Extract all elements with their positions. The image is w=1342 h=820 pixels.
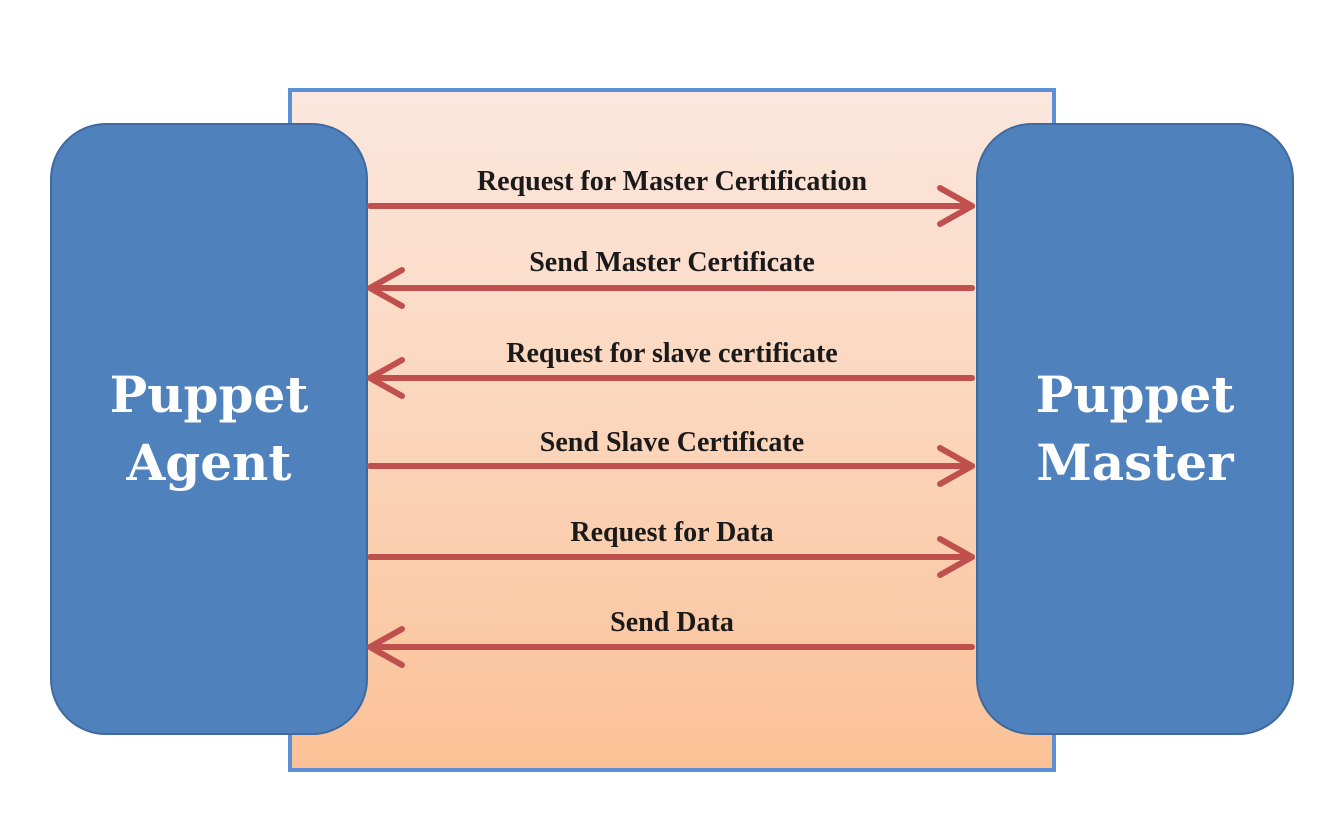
master-title-line1: Puppet	[1035, 365, 1235, 424]
message-arrow-3	[367, 357, 975, 399]
message-label-3: Request for slave certificate	[506, 338, 838, 369]
message-arrow-6	[367, 626, 975, 668]
arrow-head-icon	[367, 357, 405, 399]
message-arrow-2	[367, 267, 975, 309]
agent-title-line1: Puppet	[109, 365, 309, 424]
message-label-4: Send Slave Certificate	[539, 427, 805, 458]
message-arrow-1	[367, 185, 975, 227]
arrow-head-icon	[367, 267, 405, 309]
agent-title-line2: Agent	[126, 433, 292, 492]
message-label-6: Send Data	[610, 607, 734, 638]
puppet-master-node: Puppet Master	[976, 123, 1294, 735]
message-arrow-5	[367, 536, 975, 578]
message-arrow-4	[367, 445, 975, 487]
message-label-1: Request for Master Certification	[476, 166, 868, 197]
message-label-2: Send Master Certificate	[529, 247, 815, 278]
arrow-head-icon	[937, 445, 975, 487]
master-title-line2: Master	[1036, 433, 1234, 492]
message-label-5: Request for Data	[570, 517, 774, 548]
message-channel-frame	[288, 88, 1056, 772]
arrow-head-icon	[937, 536, 975, 578]
arrow-head-icon	[367, 626, 405, 668]
arrow-head-icon	[937, 185, 975, 227]
puppet-agent-node: Puppet Agent	[50, 123, 368, 735]
